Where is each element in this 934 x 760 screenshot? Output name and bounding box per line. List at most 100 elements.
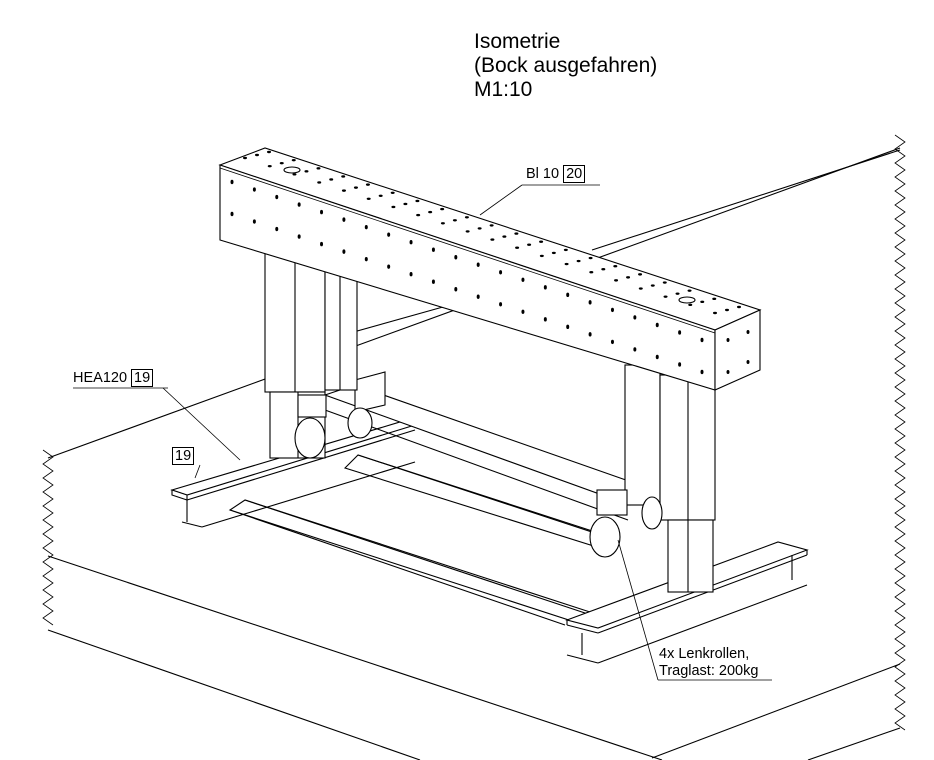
hole xyxy=(700,300,705,304)
hole xyxy=(700,337,704,343)
hole xyxy=(521,277,525,283)
ref-box-19: 19 xyxy=(131,369,154,387)
ref-box-19-second: 19 xyxy=(172,447,195,465)
hole xyxy=(304,170,309,173)
cross-tube xyxy=(323,371,662,521)
hole xyxy=(566,324,570,330)
floor-profiles xyxy=(228,454,621,626)
label-beam-text: HEA120 xyxy=(73,370,128,386)
hole xyxy=(329,178,334,181)
hole xyxy=(543,317,547,322)
hole xyxy=(655,322,659,328)
hole xyxy=(252,219,256,224)
label-casters: 4x Lenkrollen, Traglast: 200kg xyxy=(659,646,758,680)
hole xyxy=(589,271,594,274)
hole xyxy=(409,239,413,245)
hole xyxy=(588,256,593,260)
hole xyxy=(737,305,741,309)
hole xyxy=(391,205,396,209)
ref-box-20: 20 xyxy=(563,165,586,183)
break-line-left xyxy=(42,449,54,626)
hole xyxy=(563,248,568,252)
hole xyxy=(364,256,368,262)
hole xyxy=(230,179,234,185)
hole xyxy=(364,224,368,230)
label-beam-ref: 19 xyxy=(168,447,195,465)
hole xyxy=(464,216,469,219)
hole xyxy=(633,347,637,352)
hole xyxy=(476,294,480,299)
hole xyxy=(267,164,272,168)
hole xyxy=(275,226,279,232)
title-scale: M1:10 xyxy=(474,78,533,101)
hole xyxy=(539,254,544,258)
casters-load: Traglast: 200kg xyxy=(659,663,759,679)
hole xyxy=(678,330,682,335)
floor-back-edge xyxy=(591,149,901,251)
hole xyxy=(650,284,655,287)
hole xyxy=(465,230,470,233)
casters-count: 4x Lenkrollen, xyxy=(659,646,750,662)
hole xyxy=(601,268,606,271)
hole xyxy=(712,297,717,301)
hole xyxy=(297,234,301,239)
hole xyxy=(390,191,395,194)
hole xyxy=(610,339,614,345)
hole xyxy=(403,202,408,206)
hole xyxy=(678,362,682,367)
hole xyxy=(341,175,346,178)
hole xyxy=(415,199,420,203)
hole xyxy=(416,213,421,217)
hole xyxy=(746,330,750,334)
hole xyxy=(564,262,569,266)
hole xyxy=(291,158,296,162)
hole xyxy=(320,209,324,215)
hole xyxy=(320,241,324,247)
hole xyxy=(365,183,370,186)
hole xyxy=(688,303,693,307)
hole xyxy=(230,211,234,217)
hole xyxy=(614,279,619,282)
hole xyxy=(477,227,482,230)
hole xyxy=(626,276,631,279)
title-view: Isometrie xyxy=(474,30,561,53)
hole xyxy=(292,173,297,176)
label-plate-text: Bl 10 xyxy=(526,166,560,182)
hole xyxy=(638,287,643,290)
hole xyxy=(431,247,435,252)
hole xyxy=(499,270,503,275)
hole xyxy=(725,308,729,312)
drawing-title: Isometrie (Bock ausgefahren) M1:10 xyxy=(474,30,657,102)
title-state: (Bock ausgefahren) xyxy=(474,54,658,77)
hole xyxy=(387,232,391,237)
hole xyxy=(687,289,692,292)
leg-left xyxy=(264,239,373,459)
hole xyxy=(499,302,503,307)
break-line-right xyxy=(894,134,906,731)
hole xyxy=(428,210,433,214)
top-beam xyxy=(218,147,762,391)
hole xyxy=(662,281,667,284)
hole xyxy=(726,338,730,342)
hole-pattern xyxy=(230,150,750,375)
hole xyxy=(409,271,413,277)
hole xyxy=(551,251,556,255)
hole xyxy=(663,295,668,298)
hole xyxy=(342,217,346,222)
hole xyxy=(353,186,358,189)
hole xyxy=(366,197,371,200)
hole xyxy=(638,273,643,276)
hole xyxy=(490,238,495,241)
hole xyxy=(454,287,458,292)
hole xyxy=(267,150,271,154)
hole xyxy=(431,279,435,284)
hole xyxy=(454,255,458,260)
hole xyxy=(539,240,544,243)
leg-right xyxy=(589,364,716,593)
hole xyxy=(515,246,520,249)
hole xyxy=(566,292,570,298)
